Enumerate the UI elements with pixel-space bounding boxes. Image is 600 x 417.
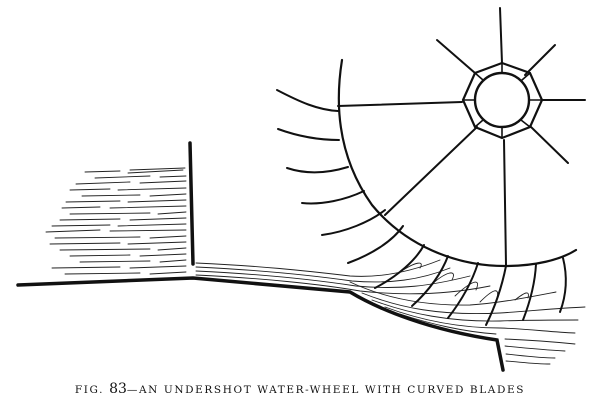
caption-prefix: FIG.	[74, 384, 105, 396]
caption-text: AN UNDERSHOT WATER-WHEEL WITH CURVED BLA…	[139, 384, 526, 396]
figure-caption: FIG. 83—AN UNDERSHOT WATER-WHEEL WITH CU…	[0, 381, 600, 397]
curved-blades	[276, 89, 567, 326]
hub-collar-ticks	[462, 62, 543, 139]
wheel-spokes	[337, 7, 586, 266]
hub-axle	[473, 71, 531, 129]
caption-dash: —	[126, 384, 139, 396]
channel-bed	[16, 276, 505, 372]
water-wheel-illustration	[16, 7, 586, 372]
head-water	[45, 167, 187, 275]
sluice-gate	[188, 141, 195, 266]
mill-race-water	[195, 259, 586, 365]
caption-figure-number: 83	[109, 381, 127, 397]
wheel-rim	[337, 58, 578, 268]
